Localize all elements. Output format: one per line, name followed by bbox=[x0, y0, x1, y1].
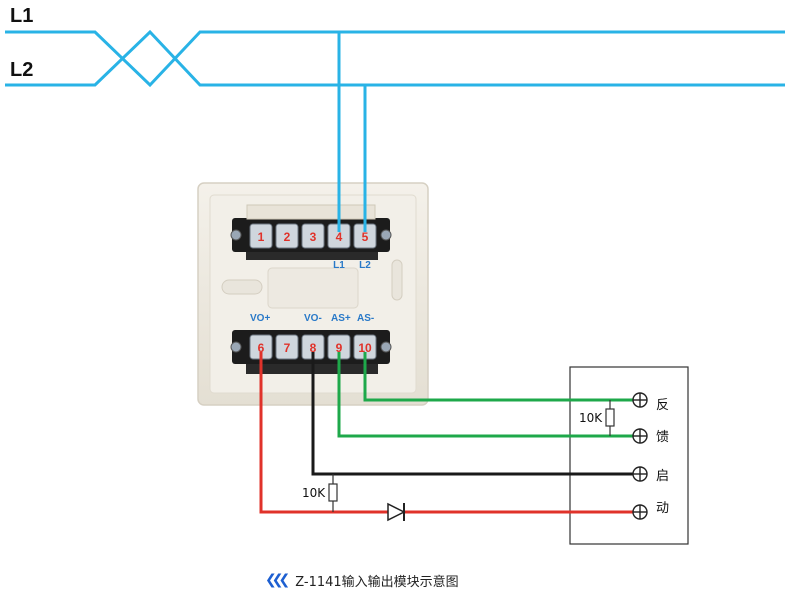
terminal-6: 6 bbox=[258, 341, 265, 355]
bus-lines: L1 L2 bbox=[5, 5, 785, 88]
diagram-caption: ❮❮❮ Z-1141输入输出模块示意图 bbox=[265, 570, 459, 590]
feedback-wire-as-minus bbox=[363, 352, 634, 402]
start-wire-vo-minus bbox=[311, 352, 634, 476]
terminal-3: 3 bbox=[310, 230, 317, 244]
start-wire-vo-plus bbox=[259, 352, 634, 514]
arrow-chevrons-icon: ❮❮❮ bbox=[265, 572, 290, 588]
terminal-label-l2: L2 bbox=[359, 260, 371, 271]
feedback-label-char-2: 馈 bbox=[656, 430, 669, 445]
feedback-resistor: 10K bbox=[579, 400, 615, 436]
screw-terminal-icon bbox=[632, 428, 648, 444]
device-terminals bbox=[632, 392, 648, 520]
bus-line-1 bbox=[5, 30, 785, 88]
terminal-label-as-minus: AS- bbox=[357, 313, 374, 324]
caption-text: Z-1141输入输出模块示意图 bbox=[295, 574, 459, 590]
terminal-8: 8 bbox=[310, 341, 317, 355]
start-resistor: 10K bbox=[302, 474, 338, 512]
top-terminal-block: 1 2 3 4 5 L1 L2 bbox=[230, 204, 392, 271]
terminal-label-as-plus: AS+ bbox=[331, 313, 351, 324]
terminal-9: 9 bbox=[336, 341, 343, 355]
bus-label-l1: L1 bbox=[10, 5, 33, 27]
start-label-char-2: 动 bbox=[656, 501, 669, 516]
terminal-1: 1 bbox=[258, 230, 265, 244]
terminal-2: 2 bbox=[284, 230, 291, 244]
screw-terminal-icon bbox=[632, 504, 648, 520]
feedback-wire-as-plus bbox=[337, 352, 634, 438]
device-box bbox=[569, 366, 689, 545]
terminal-label-vo-plus: VO+ bbox=[250, 313, 270, 324]
screw-terminal-icon bbox=[632, 466, 648, 482]
bus-label-l2: L2 bbox=[10, 59, 33, 81]
terminal-7: 7 bbox=[284, 341, 291, 355]
terminal-5: 5 bbox=[362, 230, 369, 244]
bus-line-2 bbox=[5, 29, 785, 87]
start-resistor-label: 10K bbox=[302, 486, 326, 500]
terminal-label-vo-minus: VO- bbox=[304, 313, 322, 324]
feedback-resistor-label: 10K bbox=[579, 411, 603, 425]
bottom-terminal-block: VO+ VO- AS+ AS- 6 7 8 9 10 bbox=[230, 313, 392, 374]
terminal-4: 4 bbox=[336, 230, 343, 244]
terminal-10: 10 bbox=[358, 341, 372, 355]
start-label-char-1: 启 bbox=[656, 469, 669, 484]
feedback-label-char-1: 反 bbox=[656, 398, 669, 413]
diode-icon bbox=[387, 502, 406, 522]
terminal-label-l1: L1 bbox=[333, 260, 345, 271]
screw-terminal-icon bbox=[632, 392, 648, 408]
mounting-slot bbox=[221, 279, 263, 295]
